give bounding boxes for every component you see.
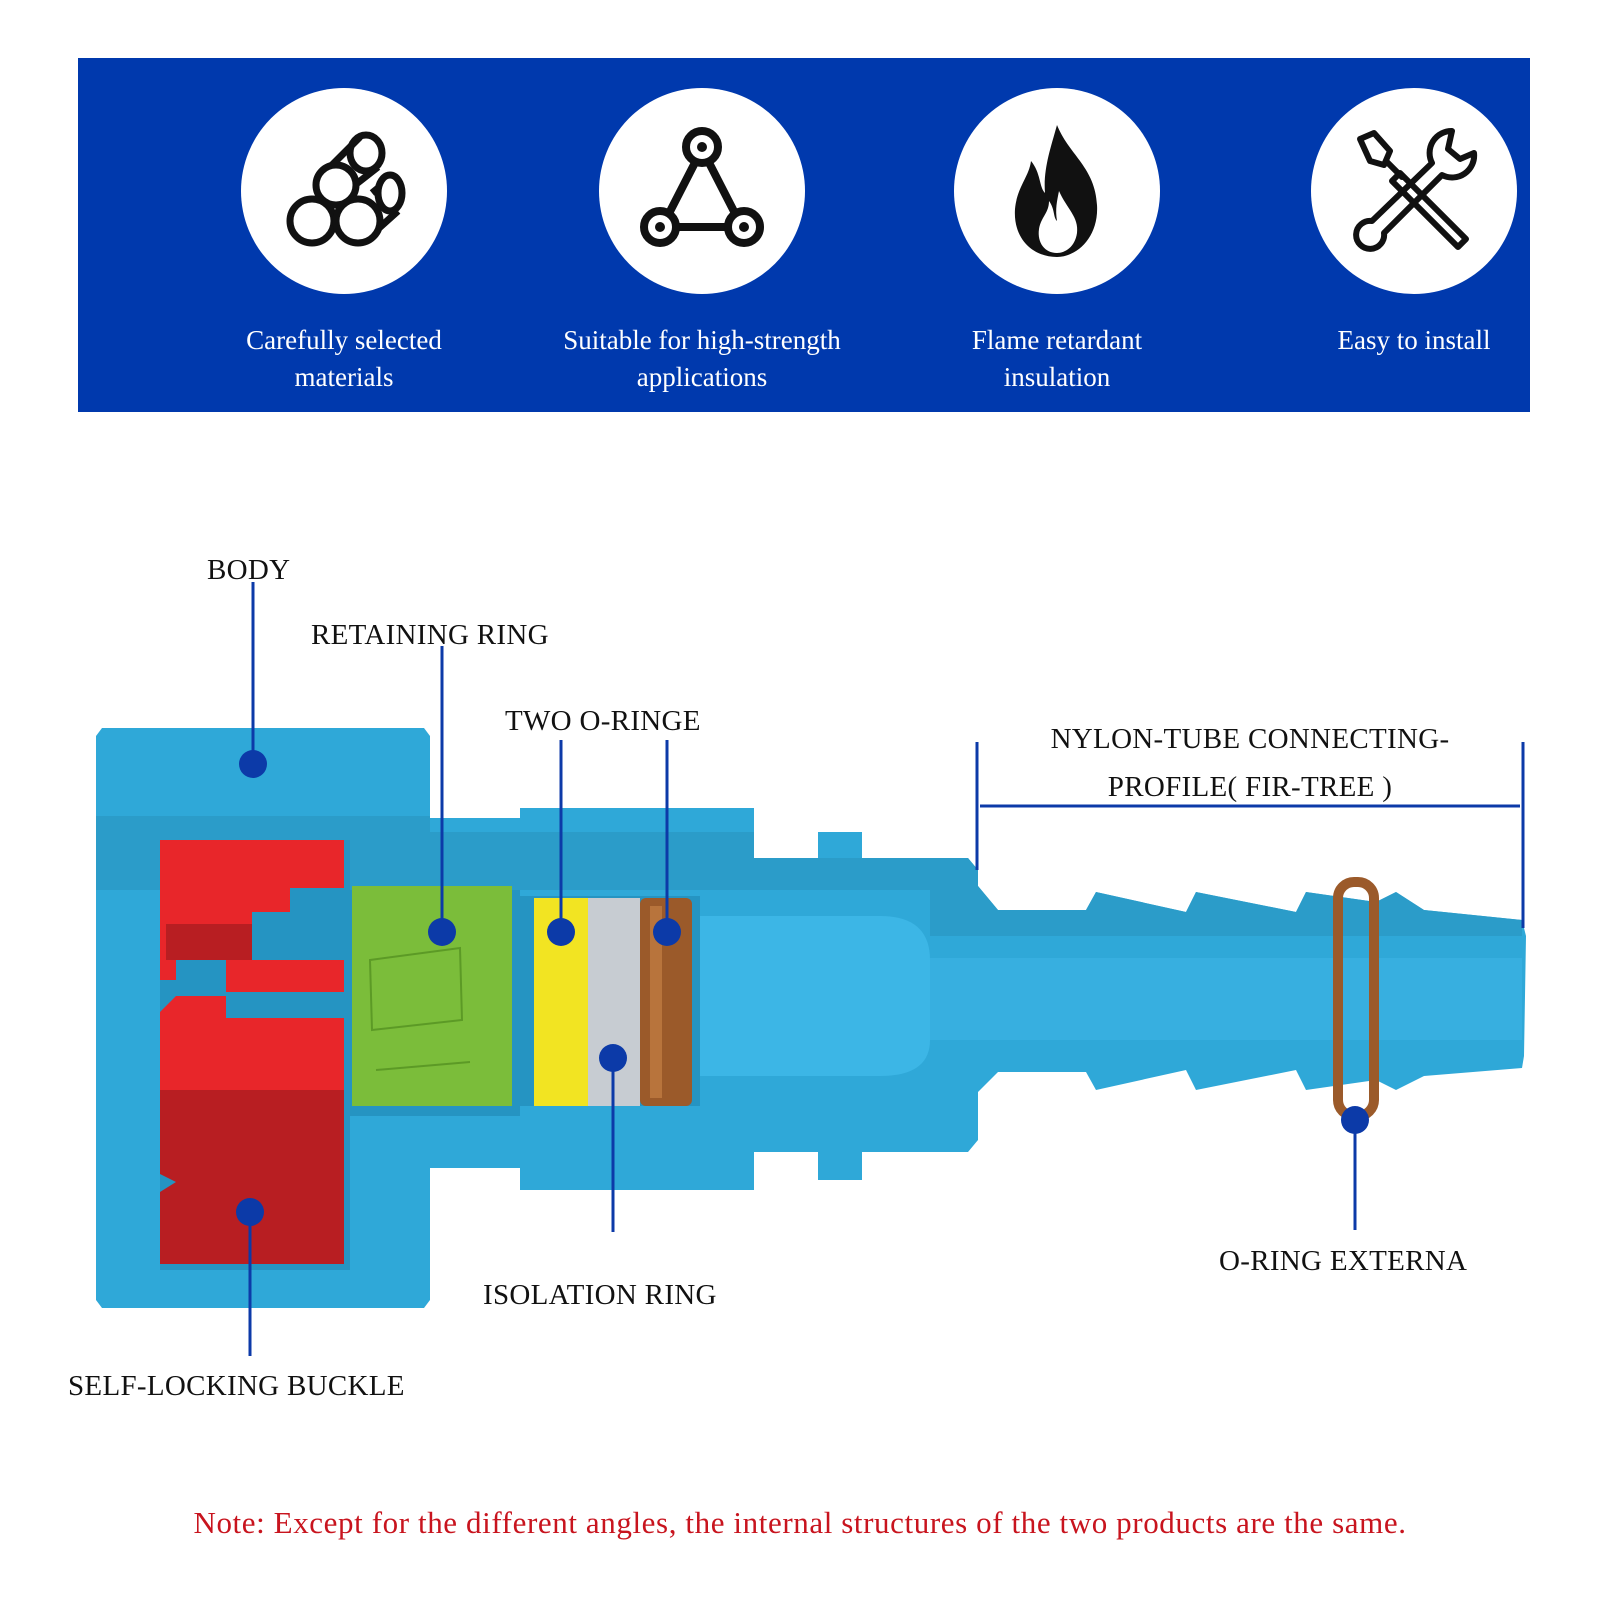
leader-lines bbox=[248, 582, 1525, 1356]
isolation-ring-dot bbox=[599, 1044, 627, 1072]
self-locking-buckle-part bbox=[160, 840, 344, 1264]
brown-o-ring-dot bbox=[653, 918, 681, 946]
retaining-ring-dot bbox=[428, 918, 456, 946]
cylinders-icon bbox=[286, 131, 406, 247]
tube-bore bbox=[930, 958, 1522, 1040]
brown-o-ring-highlight bbox=[650, 906, 662, 1098]
footnote: Note: Except for the different angles, t… bbox=[193, 1505, 1407, 1540]
feature-strength: Suitable for high-strength applications bbox=[532, 88, 872, 396]
feature-circle bbox=[1311, 88, 1517, 294]
leader-dots bbox=[236, 750, 1369, 1226]
feature-circle bbox=[599, 88, 805, 294]
callout-self-locking-buckle: SELF-LOCKING BUCKLE bbox=[68, 1370, 405, 1402]
callout-nylon-tube: NYLON-TUBE CONNECTING- PROFILE( FIR-TREE… bbox=[1050, 723, 1450, 803]
callout-o-ring-externa: O-RING EXTERNA bbox=[1219, 1245, 1468, 1277]
feature-materials: Carefully selected materials bbox=[174, 88, 514, 396]
feature-label: Carefully selected materials bbox=[246, 325, 442, 392]
feature-install: Easy to install bbox=[1244, 88, 1584, 359]
feature-label: Flame retardant insulation bbox=[971, 325, 1143, 392]
wrench-screwdriver-icon bbox=[1353, 127, 1478, 252]
feature-label: Easy to install bbox=[1337, 325, 1491, 355]
buckle-dot bbox=[236, 1198, 264, 1226]
feature-circle bbox=[241, 88, 447, 294]
callout-isolation-ring: ISOLATION RING bbox=[483, 1279, 717, 1311]
bore bbox=[690, 916, 930, 1076]
feature-label: Suitable for high-strength applications bbox=[563, 325, 841, 392]
callout-body: BODY bbox=[207, 554, 291, 586]
connector-diagram bbox=[96, 582, 1526, 1356]
feature-flame: Flame retardant insulation bbox=[887, 88, 1227, 396]
flame-icon bbox=[1014, 125, 1098, 257]
feature-circle bbox=[954, 88, 1160, 294]
yellow-o-ring-dot bbox=[547, 918, 575, 946]
retaining-ring-part bbox=[352, 886, 512, 1106]
triangle-network-icon bbox=[640, 127, 764, 247]
external-o-ring-dot bbox=[1341, 1106, 1369, 1134]
body-shade bbox=[96, 816, 1522, 936]
body-dot bbox=[239, 750, 267, 778]
callout-two-o-ringe: TWO O-RINGE bbox=[505, 705, 701, 737]
feature-banner: Carefully selected materials Suitable fo… bbox=[78, 58, 1530, 412]
callout-retaining-ring: RETAINING RING bbox=[311, 619, 549, 651]
